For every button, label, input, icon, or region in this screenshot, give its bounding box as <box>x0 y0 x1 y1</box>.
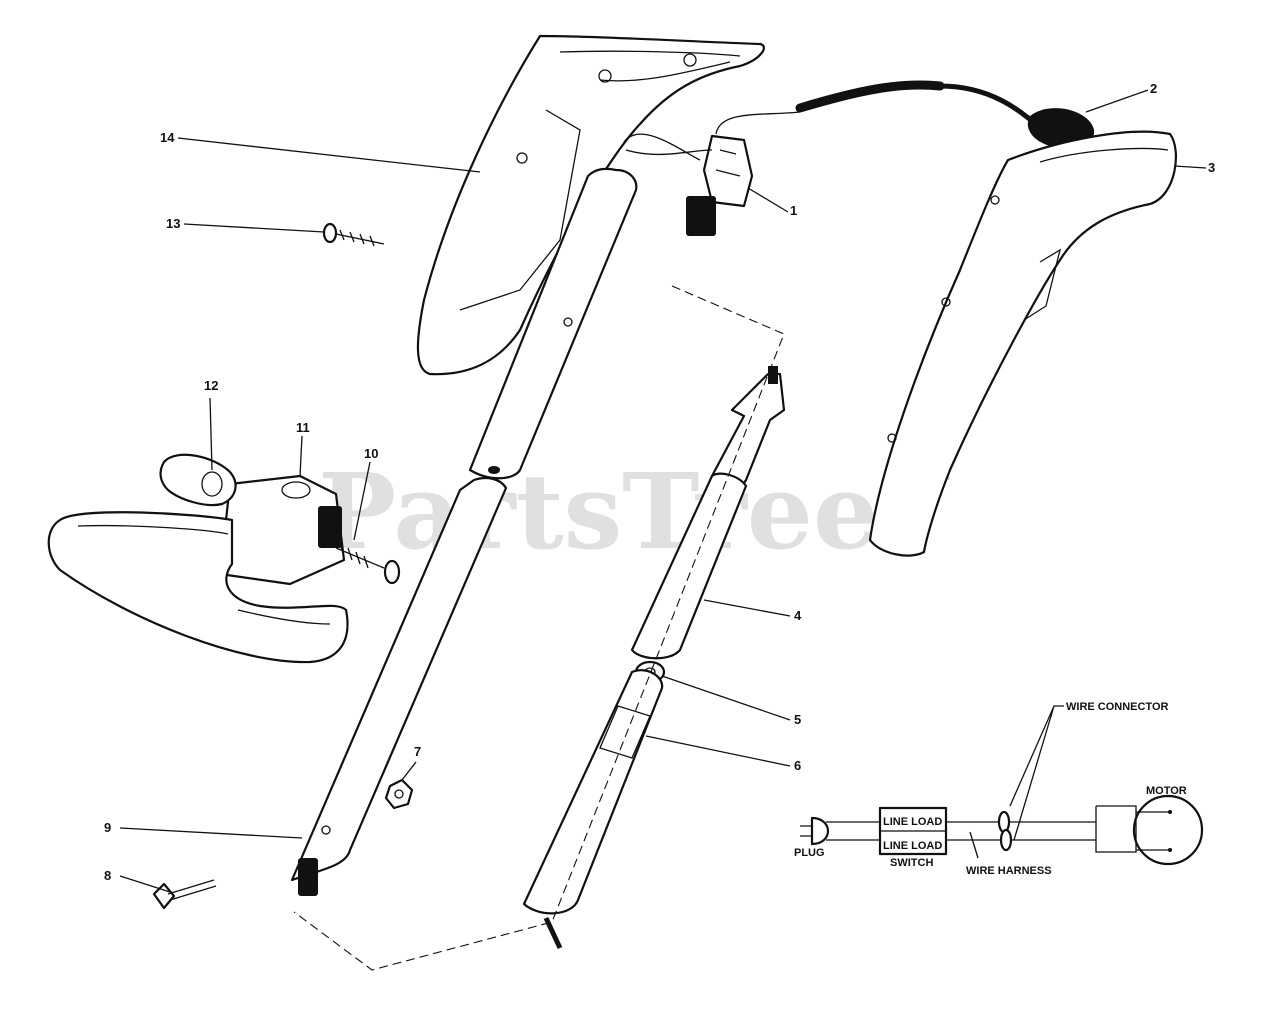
callout-14: 14 <box>160 130 175 145</box>
callout-12: 12 <box>204 378 218 393</box>
lower-tube <box>290 477 508 896</box>
phantom-line <box>293 285 785 971</box>
wire-connector-label: WIRE CONNECTOR <box>1066 701 1169 713</box>
wire-harness-label: WIRE HARNESS <box>966 865 1052 877</box>
assist-handle-loop <box>47 511 349 664</box>
plug-label: PLUG <box>794 847 825 859</box>
wire-connector-symbol-top <box>997 810 1011 834</box>
callout-7: 7 <box>414 744 421 759</box>
motor-symbol <box>1132 794 1204 866</box>
callout-9: 9 <box>104 820 111 835</box>
part-10-bolt <box>335 543 401 585</box>
part-2-cord-plug <box>795 80 1095 149</box>
part-8-bolt <box>152 879 217 910</box>
watermark-text: PartsTree <box>318 450 879 573</box>
line-load-top-label: LINE LOAD <box>883 816 942 828</box>
wire-connector-symbol-bottom <box>999 828 1013 852</box>
part-11-handle-bracket <box>218 474 346 586</box>
plug-symbol <box>810 816 830 846</box>
leader-lines <box>119 89 1207 893</box>
callout-4: 4 <box>794 608 802 623</box>
callout-11: 11 <box>296 420 310 435</box>
part-1-switch <box>686 134 754 236</box>
callout-8: 8 <box>104 868 111 883</box>
part-6-lower-shaft <box>522 669 664 950</box>
part-12-knob <box>159 453 237 507</box>
part-4-mid-tube <box>630 366 786 660</box>
part-7-nut <box>384 778 414 810</box>
wiring-schematic: WIRE CONNECTOR MOTOR LINE LOAD LINE LOAD… <box>794 701 1204 877</box>
line-load-bottom-label: LINE LOAD <box>883 840 942 852</box>
part-13-screw <box>322 222 385 247</box>
callout-1: 1 <box>790 203 797 218</box>
callout-13: 13 <box>166 216 180 231</box>
upper-tube <box>468 167 638 480</box>
callout-6: 6 <box>794 758 801 773</box>
part-3-handle-half-right <box>868 130 1177 557</box>
callout-10: 10 <box>364 446 378 461</box>
motor-label: MOTOR <box>1146 785 1187 797</box>
callout-3: 3 <box>1208 160 1215 175</box>
switch-label: SWITCH <box>890 857 933 869</box>
part-14-handle-half-left <box>416 34 766 376</box>
callout-2: 2 <box>1150 81 1157 96</box>
switch-wires <box>623 111 801 161</box>
callout-5: 5 <box>794 712 801 727</box>
